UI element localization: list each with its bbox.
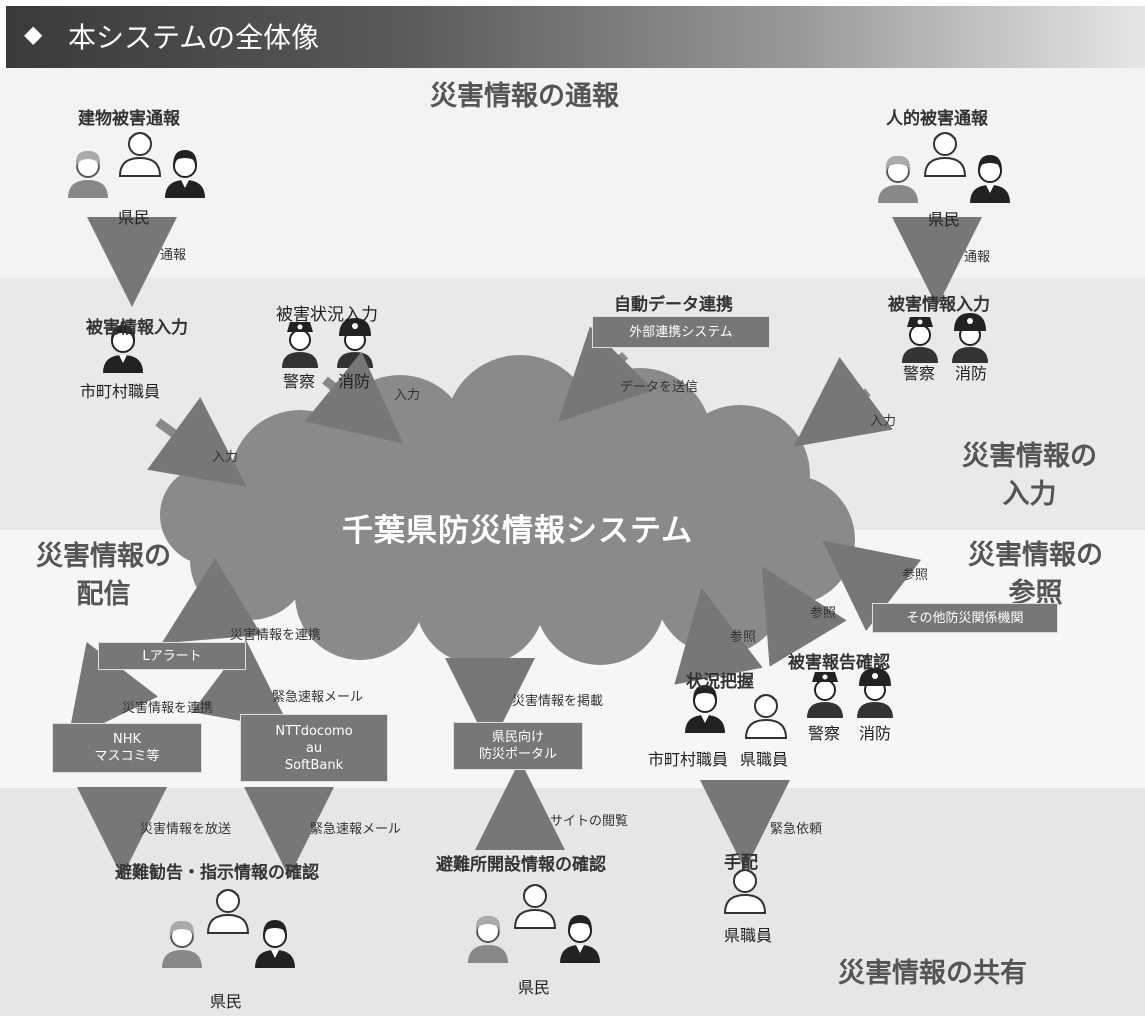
arrow-label-input: 入力 [394,388,421,403]
arrow-label-input: 入力 [212,450,239,465]
resident-icon [119,132,161,177]
section-share: 災害情報の共有 [838,958,1027,989]
nhk-box: NHK マスコミ等 [52,723,202,773]
police-icon [281,321,319,369]
fire-icon [856,667,894,719]
human-report-label: 人的被害通報 [886,109,988,129]
arrow [147,397,247,487]
damage-confirm-label: 被害報告確認 [788,653,890,673]
carriers-box: NTTdocomo au SoftBank [240,714,388,782]
resident-icon [877,154,919,204]
section-reference: 災害情報の 参照 [968,540,1103,609]
resident-icon [164,149,206,199]
arrow-label-ref: 参照 [810,606,837,621]
arrow-label-input: 入力 [870,414,897,429]
resident-label: 県民 [518,978,551,997]
section-report: 災害情報の通報 [430,81,619,112]
resident-icon [161,919,203,969]
arrow [761,566,847,667]
arrow [793,357,893,447]
resident-icon [67,149,109,199]
resident-label: 県民 [928,210,961,229]
arrow [674,587,763,685]
arrow-label-report: 通報 [964,250,991,265]
fire-label: 消防 [955,364,988,383]
resident-icon [969,154,1011,204]
resident-icon [467,914,509,964]
resident-icon [924,132,966,177]
arrow-label-emergency-request: 緊急依頼 [770,822,823,837]
situation-label: 状況把握 [686,672,754,692]
pref-staff-label: 県職員 [724,926,773,945]
title-diamond-icon: ◆ [24,20,43,48]
resident-label: 県民 [210,992,243,1011]
fire-label: 消防 [859,724,892,743]
city-staff-label: 市町村職員 [80,382,161,401]
title-bar: ◆ 本システムの全体像 [6,6,1145,68]
damage-input-label: 被害情報入力 [86,318,188,338]
shelter-confirm-label: 避難所開設情報の確認 [436,855,606,875]
resident-icon [514,884,556,929]
pref-staff-icon [724,869,766,914]
section-input: 災害情報の 入力 [962,441,1097,510]
police-label: 警察 [808,724,841,743]
fire-label: 消防 [338,372,371,391]
arrow-label-browse: サイトの閲覧 [550,814,629,829]
arrow-label-send-data: データを送信 [620,380,699,395]
resident-icon [207,889,249,934]
building-report-label: 建物被害通報 [78,109,180,129]
band-share [0,788,1145,1016]
fire-icon [336,317,374,369]
cloud [160,355,855,665]
external-system-box: 外部連携システム [592,316,770,348]
city-staff-icon [684,684,726,734]
arrow-label-emergency-mail: 緊急速報メール [310,822,402,837]
cloud-label: 千葉県防災情報システム [342,513,694,549]
arrow [822,540,922,632]
arrow [558,326,654,422]
fire-icon [951,312,989,364]
city-staff-label: 市町村職員 [648,750,729,769]
police-label: 警察 [903,364,936,383]
resident-label: 県民 [118,208,151,227]
pref-staff-icon [745,694,787,739]
arrow [192,640,291,730]
arrange-label: 手配 [724,853,758,873]
damage-input-label: 被害情報入力 [888,295,990,315]
arrow [304,351,403,444]
arrow-label-link-info: 災害情報を連携 [122,701,214,716]
police-label: 警察 [283,372,316,391]
status-input-label: 被害状況入力 [276,305,378,325]
arrow-label-report: 通報 [160,248,187,263]
arrow-label-ref: 参照 [902,568,929,583]
evac-confirm-label: 避難勧告・指示情報の確認 [115,863,319,883]
section-delivery: 災害情報の 配信 [36,541,171,610]
arrow-label-ref: 参照 [730,630,757,645]
police-icon [901,316,939,364]
arrow-label-post-info: 災害情報を掲載 [512,694,604,709]
lalert-box: Lアラート [98,642,246,670]
police-icon [806,671,844,719]
pref-staff-label: 県職員 [740,750,789,769]
arrow [161,558,262,644]
arrow-label-link-info: 災害情報を連携 [230,628,322,643]
resident-icon [254,919,296,969]
arrow-label-broadcast: 災害情報を放送 [140,822,232,837]
arrow-label-emergency-mail: 緊急速報メール [272,690,364,705]
auto-link-label: 自動データ連携 [614,295,733,315]
arrow [67,641,159,741]
page-title: 本システムの全体像 [68,21,320,54]
resident-icon [559,914,601,964]
others-box: その他防災関係機関 [872,603,1058,633]
portal-box: 県民向け 防災ポータル [453,722,583,770]
